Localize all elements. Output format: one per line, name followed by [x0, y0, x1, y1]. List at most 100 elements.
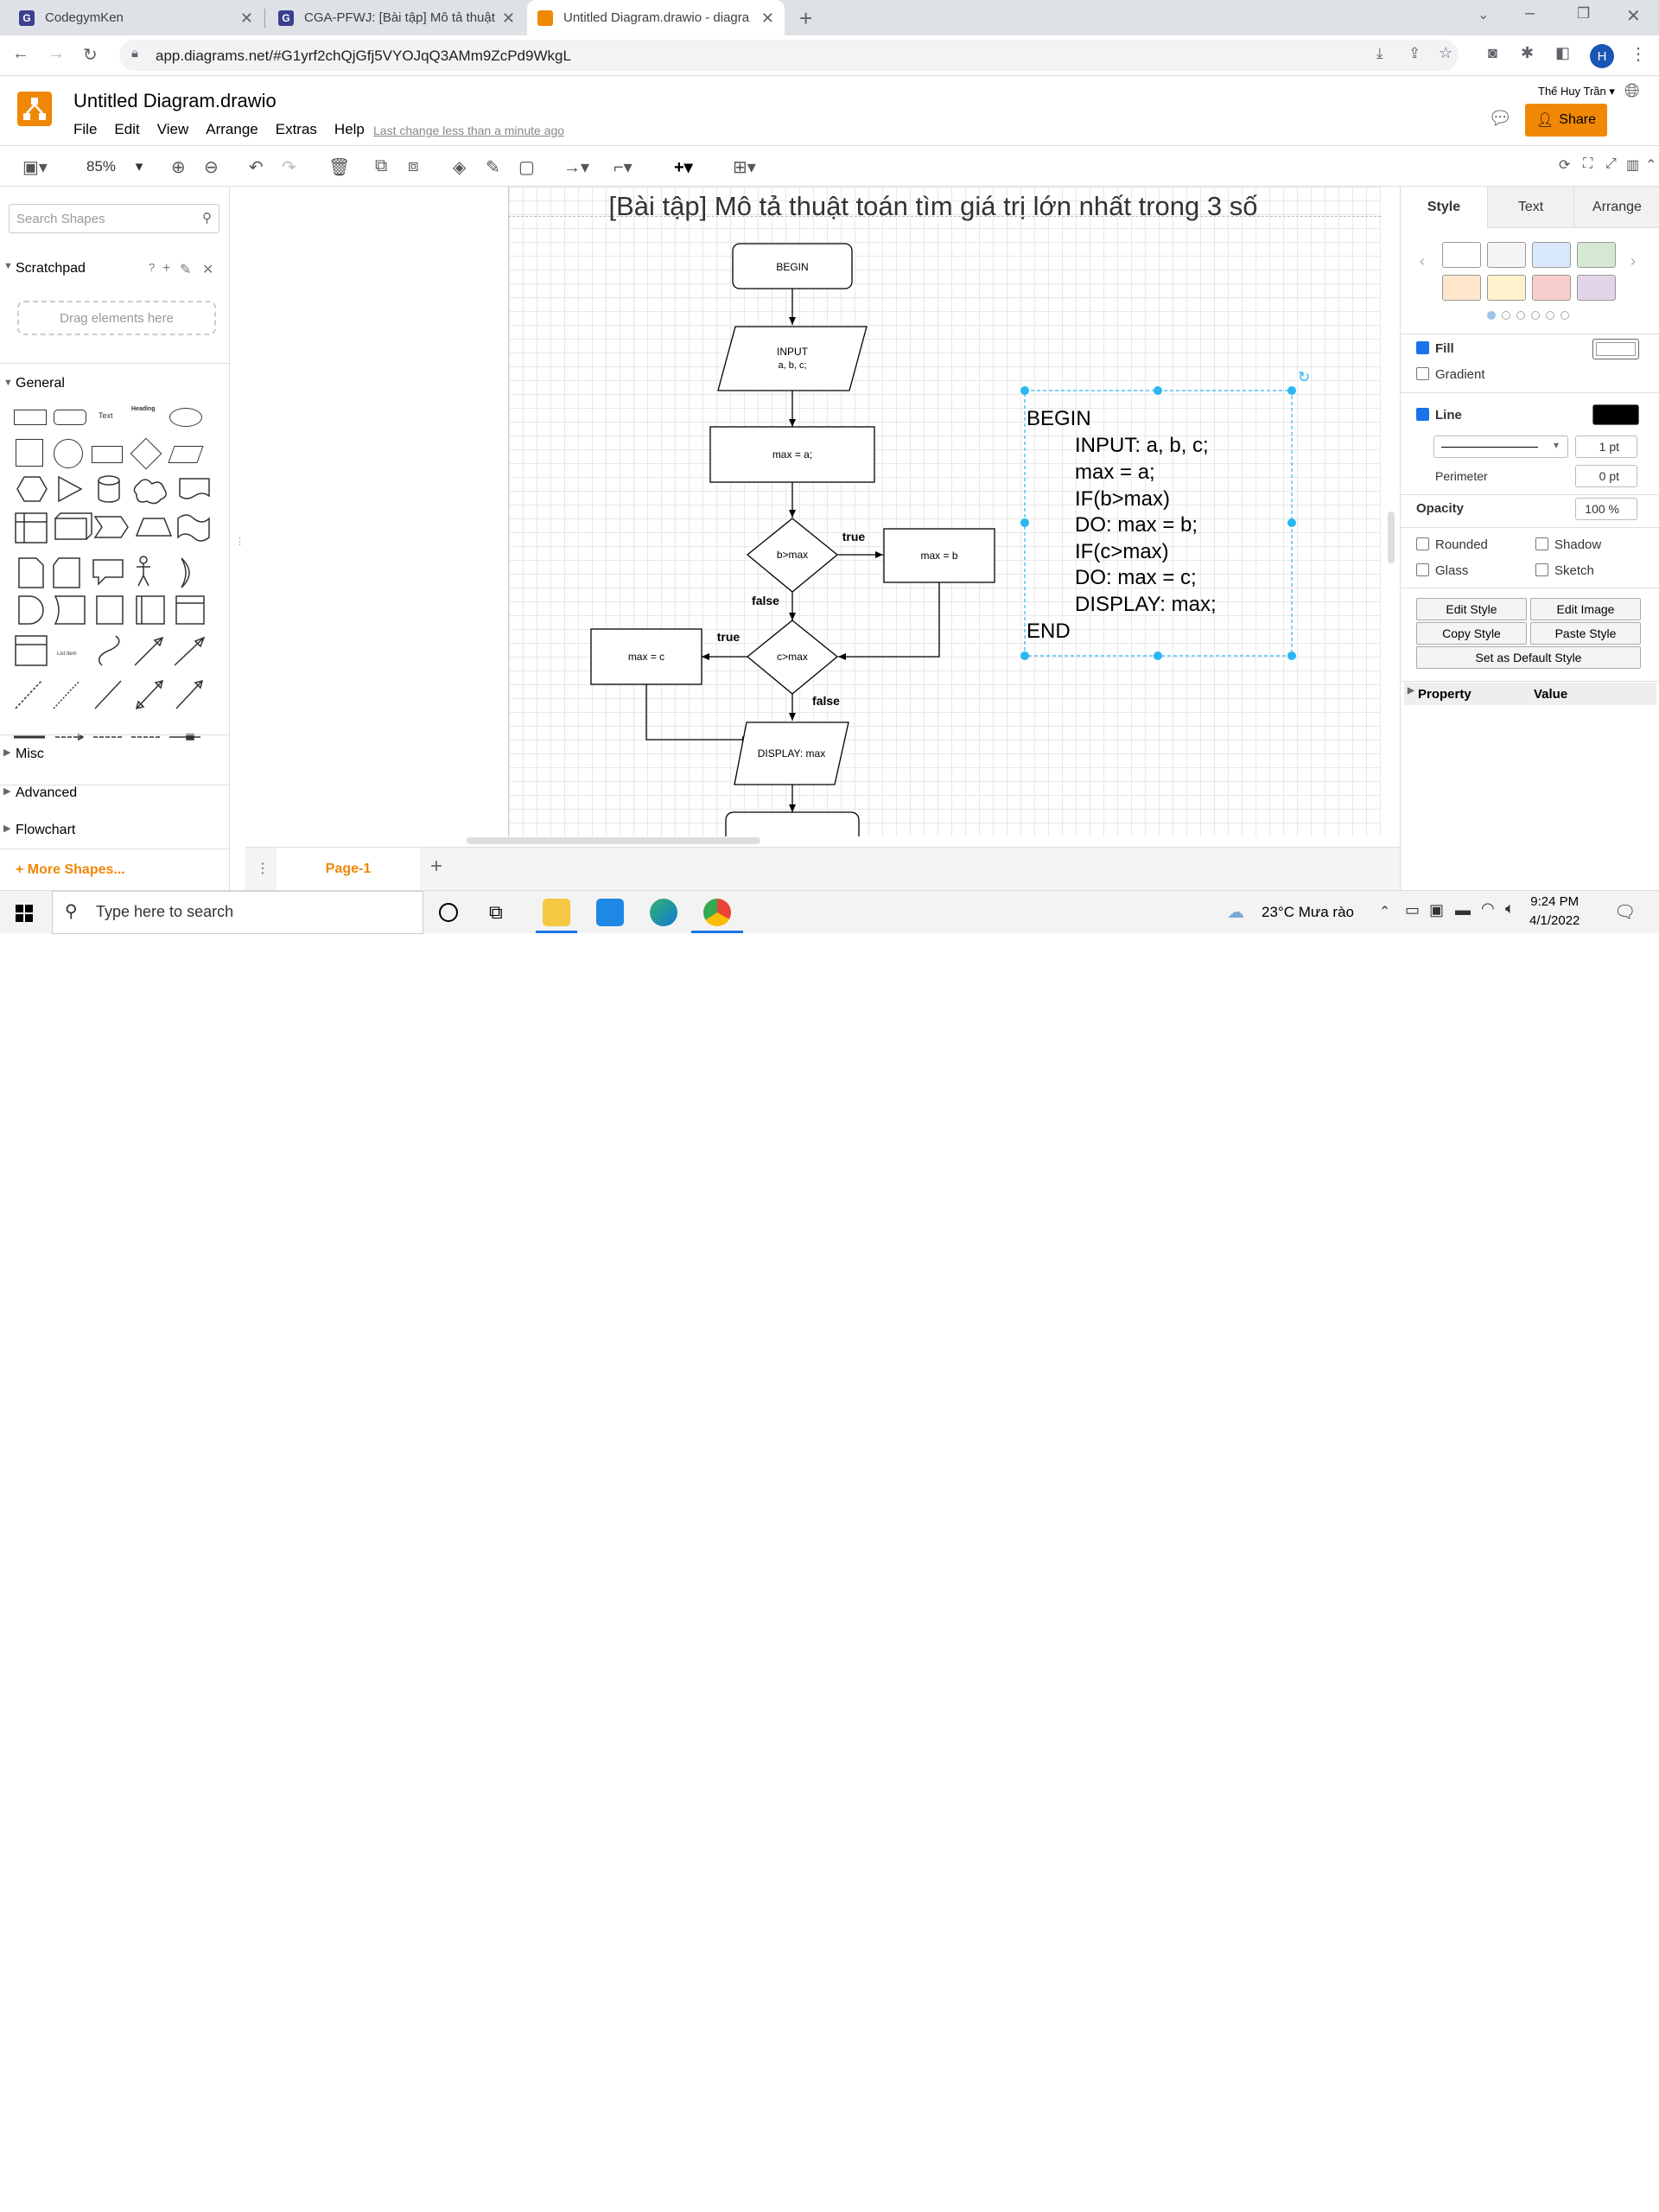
language-globe-icon[interactable]: 🌐︎ — [1624, 79, 1640, 101]
cond2-node[interactable] — [746, 620, 839, 695]
perimeter-input[interactable]: 0 pt — [1575, 465, 1637, 487]
pages-menu-icon[interactable]: ⋮ — [256, 861, 270, 876]
menu-arrange[interactable]: Arrange — [206, 121, 258, 137]
rounded-rectangle-shape[interactable] — [54, 410, 86, 425]
process-shape[interactable] — [92, 446, 123, 463]
fill-color-button[interactable] — [1592, 339, 1639, 359]
restore-icon[interactable]: ❐ — [1577, 5, 1591, 22]
share-button[interactable]: 👤︎Share — [1525, 104, 1607, 137]
pager-dot[interactable] — [1560, 311, 1569, 320]
pager-dot[interactable] — [1487, 311, 1496, 320]
menu-help[interactable]: Help — [334, 121, 365, 137]
swatch-pager[interactable] — [1487, 311, 1569, 320]
connection-icon[interactable]: →▾ — [563, 158, 590, 177]
undo-icon[interactable]: ↶ — [249, 158, 264, 177]
minimize-icon[interactable]: – — [1525, 3, 1535, 22]
resize-handle[interactable] — [1020, 518, 1029, 527]
pager-dot[interactable] — [1546, 311, 1554, 320]
rectangle-shape[interactable] — [14, 410, 47, 425]
maxc-node[interactable] — [590, 628, 702, 685]
browser-tab-codegym[interactable]: G CodegymKen ✕ — [0, 0, 264, 35]
paste-style-button[interactable]: Paste Style — [1530, 622, 1641, 645]
ellipse-shape[interactable] — [169, 408, 202, 427]
scratchpad-drop-zone[interactable]: Drag elements here — [17, 301, 216, 335]
close-tab-icon[interactable]: ✕ — [501, 10, 515, 27]
input-node[interactable] — [717, 326, 868, 391]
diagram-svg[interactable]: [Bài tập] Mô tả thuật toán tìm giá trị l… — [230, 187, 1400, 836]
line-pattern-select[interactable]: ▾ — [1433, 435, 1568, 458]
cortana-icon[interactable] — [439, 903, 458, 922]
tab-style[interactable]: Style — [1401, 187, 1487, 228]
task-view-icon[interactable]: ⧉ — [489, 901, 503, 923]
rotate-handle-icon[interactable]: ↻ — [1298, 369, 1310, 385]
browser-tab-drawio[interactable]: Untitled Diagram.drawio - diagra ✕ — [527, 0, 785, 35]
reload-icon[interactable]: ↻ — [83, 46, 98, 65]
toggle-panel-icon[interactable]: ▥ — [1626, 158, 1640, 173]
resize-handle[interactable] — [1154, 386, 1162, 395]
close-tab-icon[interactable]: ✕ — [760, 10, 774, 27]
glass-checkbox[interactable] — [1416, 563, 1429, 576]
misc-header[interactable]: ▶Misc — [0, 747, 230, 762]
browser-tab-cga[interactable]: G CGA-PFWJ: [Bài tập] Mô tả thuật ✕ — [266, 0, 525, 35]
to-front-icon[interactable]: ⧉ — [375, 156, 388, 175]
tab-arrange[interactable]: Arrange — [1573, 187, 1659, 228]
add-page-icon[interactable]: + — [430, 855, 443, 878]
network-adapter-icon[interactable]: ▣ — [1429, 901, 1445, 918]
new-tab-icon[interactable]: + — [799, 5, 813, 31]
opacity-input[interactable]: 100 % — [1575, 498, 1637, 520]
share-page-icon[interactable]: ⇪ — [1408, 45, 1421, 61]
page-tab-1[interactable]: Page-1 — [276, 848, 420, 891]
format-panel-icon[interactable]: ▣▾ — [22, 158, 48, 177]
line-width-input[interactable]: 1 pt — [1575, 435, 1637, 458]
shadow-icon[interactable]: ▢ — [518, 158, 535, 177]
volume-icon[interactable]: 🔈︎ — [1505, 899, 1515, 917]
text-shape[interactable]: Text — [99, 411, 113, 420]
set-default-style-button[interactable]: Set as Default Style — [1416, 646, 1641, 669]
style-swatch[interactable] — [1532, 275, 1571, 301]
style-swatch[interactable] — [1577, 242, 1616, 268]
resize-handle[interactable] — [1287, 386, 1296, 395]
pager-dot[interactable] — [1502, 311, 1510, 320]
pseudocode-text[interactable]: BEGIN INPUT: a, b, c; max = a; IF(b>max)… — [1027, 407, 1217, 643]
copy-style-button[interactable]: Copy Style — [1416, 622, 1527, 645]
resize-handle[interactable] — [1020, 652, 1029, 660]
close-window-icon[interactable]: ✕ — [1626, 7, 1641, 26]
diagram-title[interactable]: [Bài tập] Mô tả thuật toán tìm giá trị l… — [609, 191, 1258, 221]
chevron-left-icon[interactable]: ‹ — [1420, 252, 1425, 270]
omnibox[interactable]: 🔒︎ app.diagrams.net/#G1yrf2chQjGfj5VYOJq… — [119, 40, 1459, 71]
tab-text[interactable]: Text — [1487, 187, 1573, 228]
line-color-button[interactable] — [1592, 404, 1639, 425]
rounded-checkbox[interactable] — [1416, 537, 1429, 550]
advanced-header[interactable]: ▶Advanced — [0, 785, 230, 801]
menu-edit[interactable]: Edit — [114, 121, 140, 137]
square-shape[interactable] — [16, 439, 43, 467]
panel-resize-grip-icon[interactable]: ⋮ — [235, 537, 245, 547]
comments-icon[interactable]: 💬︎ — [1488, 107, 1512, 129]
maxb-node[interactable] — [883, 528, 995, 583]
style-swatch[interactable] — [1532, 242, 1571, 268]
edge-maxb-cond2[interactable] — [838, 582, 940, 660]
add-icon[interactable]: + — [162, 261, 171, 276]
edit-style-button[interactable]: Edit Style — [1416, 598, 1527, 620]
sync-icon[interactable]: ⟳ — [1559, 158, 1571, 173]
diagram-canvas[interactable]: [Bài tập] Mô tả thuật toán tìm giá trị l… — [230, 187, 1400, 847]
edge-maxc-display[interactable] — [645, 684, 750, 743]
wifi-icon[interactable]: ◠ — [1481, 899, 1495, 917]
resize-handle[interactable] — [1287, 652, 1296, 660]
fill-checkbox[interactable] — [1416, 341, 1429, 354]
user-name[interactable]: Thế Huy Trần ▾ — [1538, 85, 1615, 99]
help-icon[interactable]: ? — [149, 261, 156, 274]
gradient-checkbox[interactable] — [1416, 367, 1429, 380]
circle-shape[interactable] — [54, 439, 83, 468]
file-explorer-icon[interactable] — [543, 899, 570, 926]
chevron-right-icon[interactable]: › — [1630, 252, 1636, 270]
property-table-header[interactable]: ▶ Property Value — [1404, 683, 1656, 705]
redo-icon[interactable]: ↷ — [282, 158, 296, 177]
shadow-checkbox[interactable] — [1535, 537, 1548, 550]
bookmark-star-icon[interactable]: ☆ — [1439, 44, 1453, 61]
sidepanel-icon[interactable]: ◧ — [1555, 44, 1571, 61]
resize-handle[interactable] — [1287, 518, 1296, 527]
notifications-icon[interactable]: 🗨︎ — [1614, 903, 1637, 922]
close-tab-icon[interactable]: ✕ — [239, 10, 253, 27]
fill-color-icon[interactable]: ◈ — [453, 158, 467, 177]
